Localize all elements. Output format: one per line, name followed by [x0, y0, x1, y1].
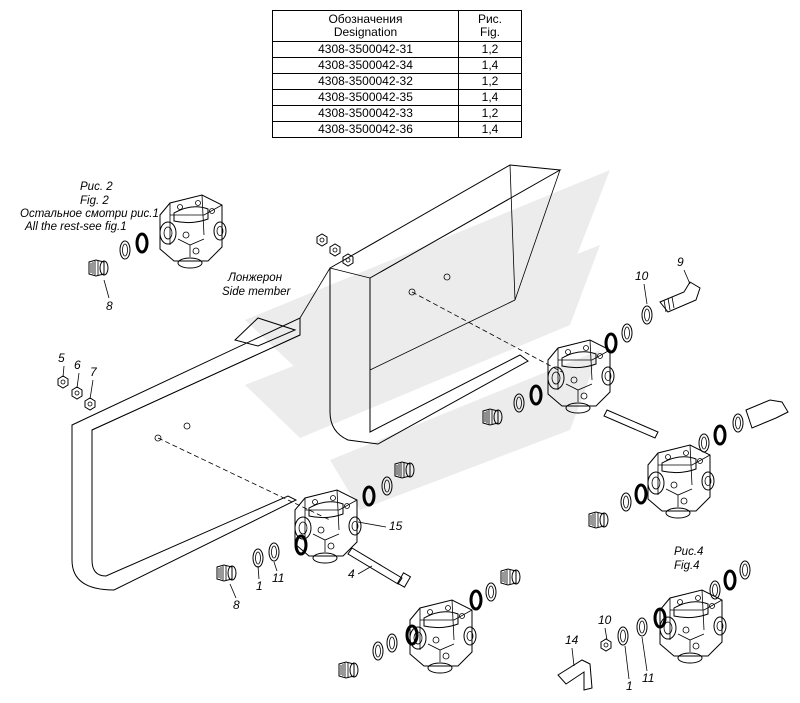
callout-8-top: 8	[106, 299, 113, 313]
bottom-center-valve-assembly	[338, 568, 521, 679]
right-upper-valve-assembly	[482, 281, 701, 439]
nut-set-left	[57, 365, 96, 411]
caption-fig4-ru: Рис.4	[674, 546, 703, 558]
designation-table: Обозначения Designation Рис. Fig. 4308-3…	[272, 10, 522, 138]
callout-11-bottom: 11	[642, 671, 654, 685]
caption-fig4-en: Fig.4	[674, 560, 700, 572]
caption-rest-ru: Остальное смотри рис.1	[20, 208, 159, 220]
caption-rest-en: All the rest-see fig.1	[24, 221, 127, 233]
side-member	[71, 164, 563, 591]
fig4-lower-valve-assembly	[557, 560, 751, 691]
callout-6: 6	[74, 358, 81, 372]
callout-14: 14	[565, 633, 579, 647]
fig4-upper-valve-assembly	[588, 399, 789, 529]
designation-cell: 4308-3500042-35	[272, 89, 459, 106]
designation-cell: 4308-3500042-36	[272, 121, 459, 138]
callout-5: 5	[58, 351, 65, 365]
callout-9: 9	[677, 255, 684, 269]
callout-7: 7	[90, 365, 98, 379]
callout-10-top: 10	[635, 269, 649, 283]
designation-cell: 4308-3500042-34	[272, 57, 459, 74]
caption-fig2-ru: Рис. 2	[80, 181, 113, 193]
table-header-row: Обозначения Designation Рис. Fig.	[272, 10, 522, 42]
callout-1-bottom: 1	[626, 679, 633, 693]
callout-1: 1	[256, 579, 263, 593]
watermark-logo	[245, 170, 610, 510]
fig1-valve-assembly	[216, 461, 415, 588]
callout-4: 4	[348, 567, 355, 581]
fig-cell: 1,2	[458, 41, 522, 58]
designation-header: Обозначения Designation	[272, 10, 459, 42]
fig-header: Рис. Fig.	[458, 10, 522, 42]
callout-11: 11	[272, 571, 284, 585]
fig-cell: 1,4	[458, 121, 522, 138]
callout-10-bottom: 10	[598, 613, 612, 627]
callout-8-bottom: 8	[233, 598, 240, 612]
fig-header-en: Fig.	[479, 25, 500, 39]
designation-header-ru: Обозначения	[328, 12, 403, 26]
nut-set-top	[316, 233, 354, 267]
callout-15: 15	[389, 519, 403, 533]
designation-header-en: Designation	[333, 25, 398, 39]
fig-cell: 1,4	[458, 89, 522, 106]
caption-member-ru: Лонжерон	[227, 272, 283, 284]
caption-member-en: Side member	[222, 286, 292, 298]
fig-header-ru: Рис.	[477, 12, 503, 26]
caption-fig2-en: Fig. 2	[80, 195, 109, 207]
